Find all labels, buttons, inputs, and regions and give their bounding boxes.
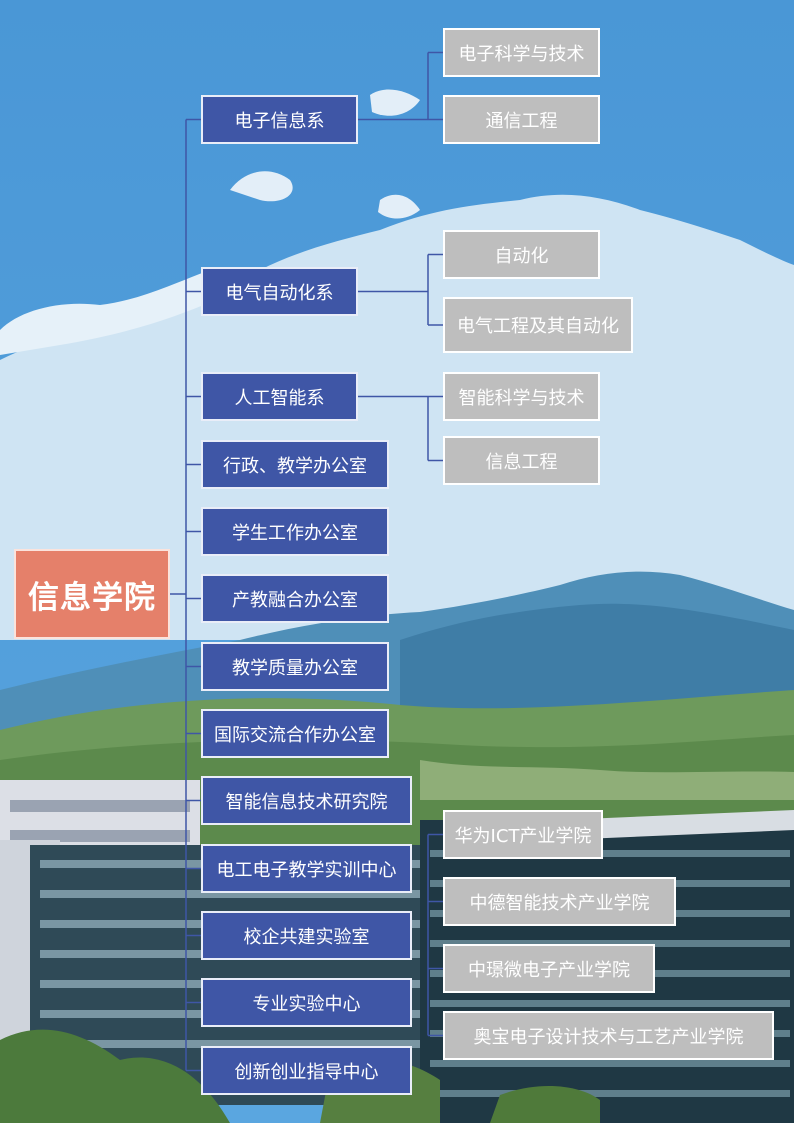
department-node-ai[interactable]: 人工智能系	[201, 372, 358, 421]
department-node-international-office[interactable]: 国际交流合作办公室	[201, 709, 389, 758]
industry-college-node-2[interactable]: 中璟微电子产业学院	[443, 944, 655, 993]
department-node-intelligent-info-institute[interactable]: 智能信息技术研究院	[201, 776, 412, 825]
major-node-ai-1[interactable]: 信息工程	[443, 436, 600, 485]
major-node-electronic-info-0[interactable]: 电子科学与技术	[443, 28, 600, 77]
department-node-innovation-guidance-center[interactable]: 创新创业指导中心	[201, 1046, 412, 1095]
department-node-electrotechnics-training-center[interactable]: 电工电子教学实训中心	[201, 844, 412, 893]
department-node-school-enterprise-lab[interactable]: 校企共建实验室	[201, 911, 412, 960]
root-node-info-college[interactable]: 信息学院	[14, 549, 170, 639]
major-node-electrical-automation-1[interactable]: 电气工程及其自动化	[443, 297, 633, 353]
department-node-industry-education-office[interactable]: 产教融合办公室	[201, 574, 389, 623]
industry-college-node-0[interactable]: 华为ICT产业学院	[443, 810, 603, 859]
department-node-electrical-automation[interactable]: 电气自动化系	[201, 267, 358, 316]
department-node-teaching-quality-office[interactable]: 教学质量办公室	[201, 642, 389, 691]
department-node-admin-teaching-office[interactable]: 行政、教学办公室	[201, 440, 389, 489]
industry-college-node-3[interactable]: 奥宝电子设计技术与工艺产业学院	[443, 1011, 774, 1060]
industry-college-node-1[interactable]: 中德智能技术产业学院	[443, 877, 676, 926]
major-node-electrical-automation-0[interactable]: 自动化	[443, 230, 600, 279]
department-node-electronic-info[interactable]: 电子信息系	[201, 95, 358, 144]
major-node-electronic-info-1[interactable]: 通信工程	[443, 95, 600, 144]
department-node-professional-lab-center[interactable]: 专业实验中心	[201, 978, 412, 1027]
department-node-student-affairs-office[interactable]: 学生工作办公室	[201, 507, 389, 556]
major-node-ai-0[interactable]: 智能科学与技术	[443, 372, 600, 421]
